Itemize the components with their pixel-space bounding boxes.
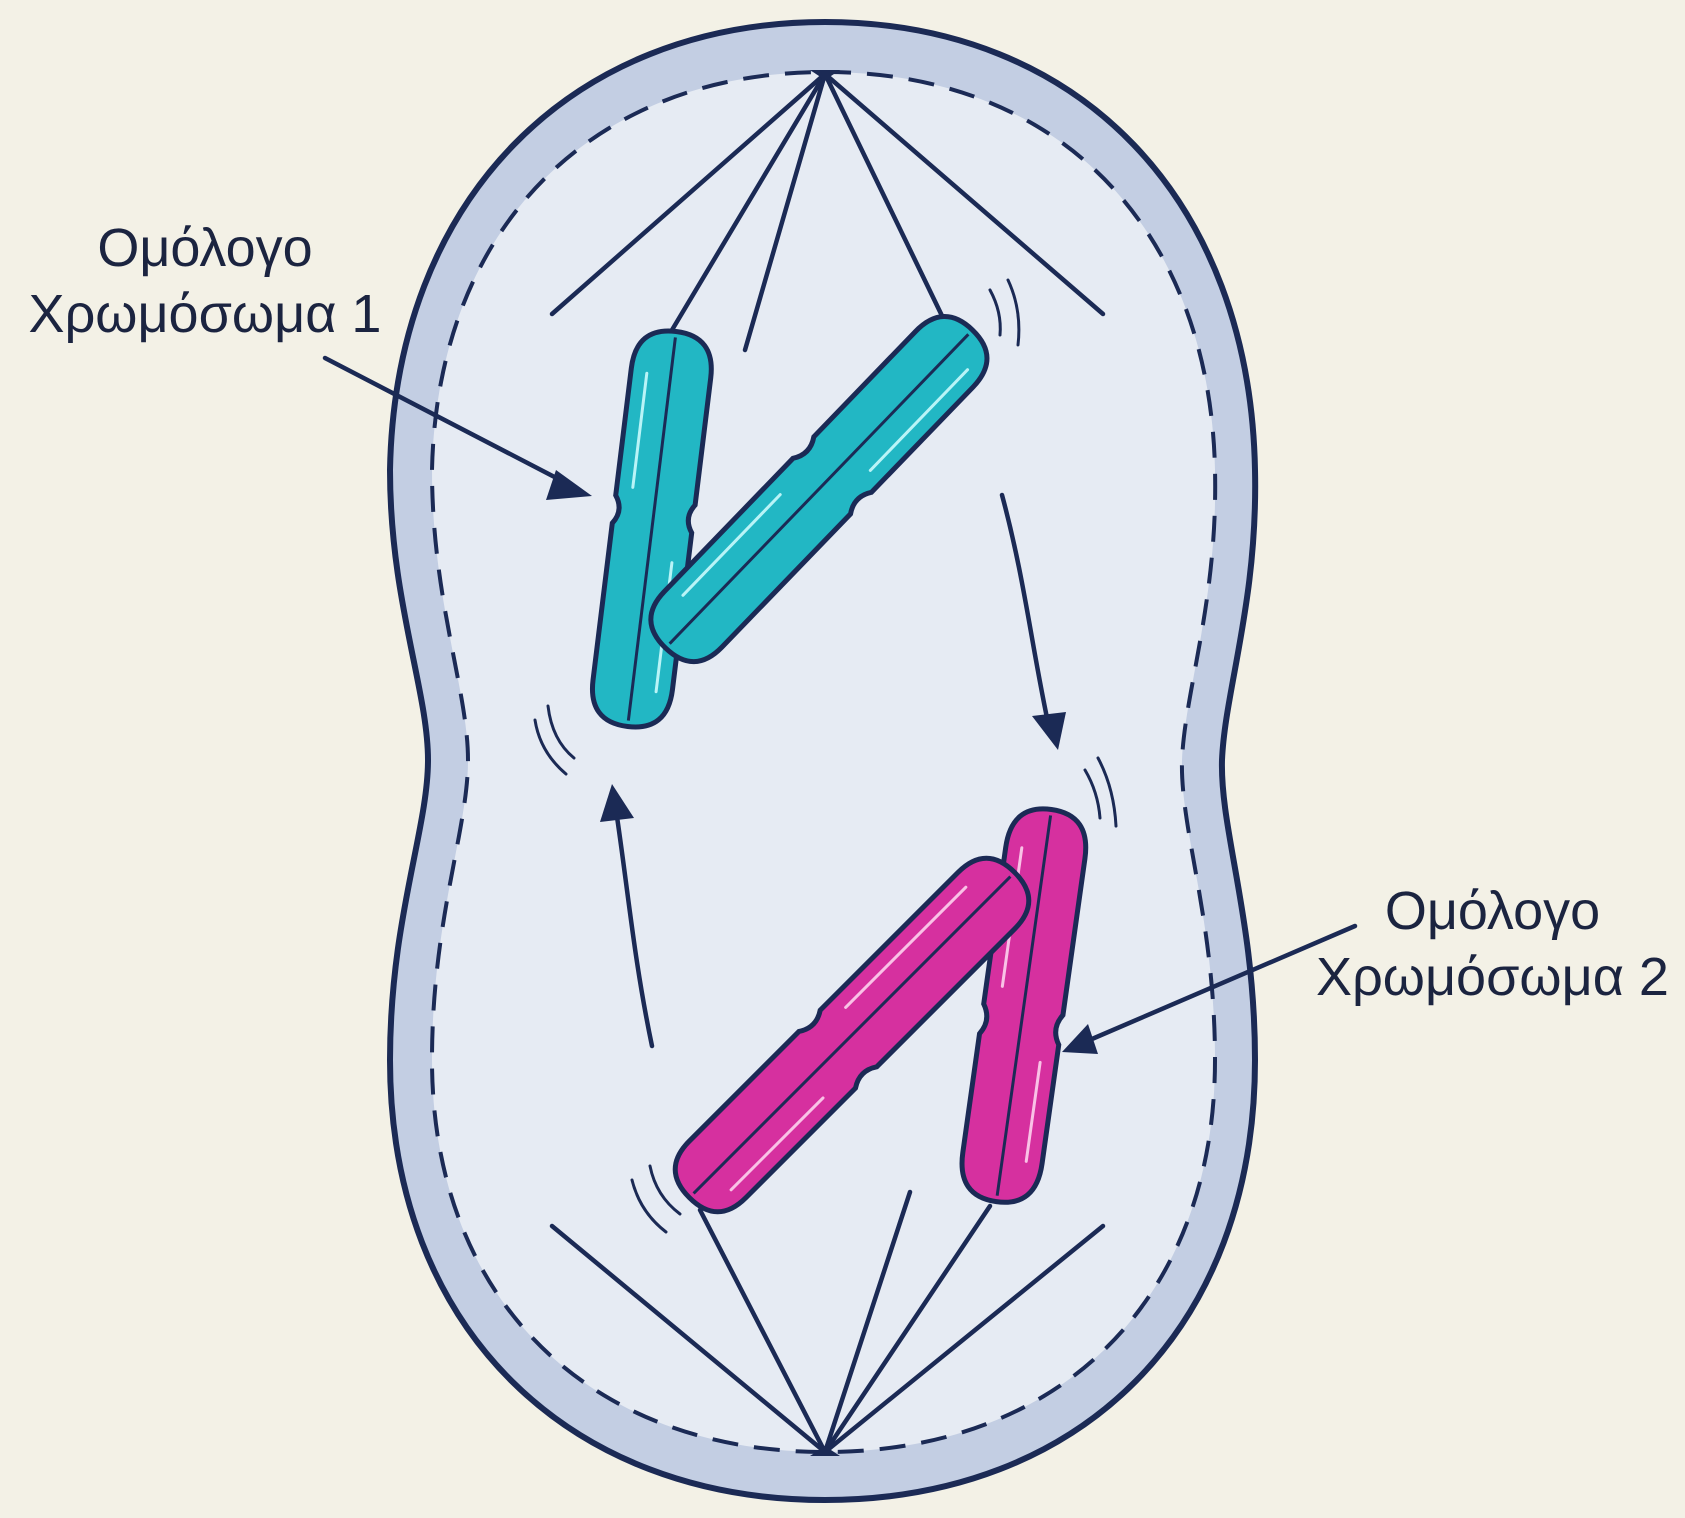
homolog-1-label-line2: Χρωμόσωμα 1	[0, 281, 410, 347]
cell-interior	[432, 72, 1215, 1452]
homolog-1-label-line1: Ομόλογο	[0, 215, 410, 281]
homolog-1-label: Ομόλογο Χρωμόσωμα 1	[0, 215, 410, 347]
homolog-2-label-line2: Χρωμόσωμα 2	[1300, 944, 1685, 1010]
homolog-2-label-line1: Ομόλογο	[1300, 878, 1685, 944]
homolog-2-label: Ομόλογο Χρωμόσωμα 2	[1300, 878, 1685, 1010]
